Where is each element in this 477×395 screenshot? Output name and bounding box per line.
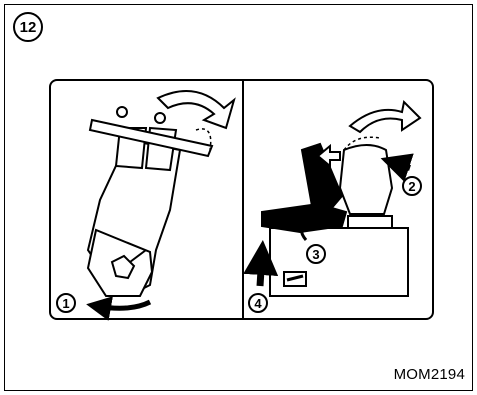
upright-seat-back	[340, 145, 392, 214]
strap-knob-right	[155, 113, 165, 123]
figure-code: MOM2194	[394, 366, 465, 383]
callout-3-label: 3	[312, 247, 319, 262]
straight-arrow-icon	[260, 254, 262, 286]
callout-4-label: 4	[254, 296, 262, 311]
callout-1-label: 1	[62, 296, 69, 311]
left-panel-illustration: 1	[57, 91, 234, 312]
seat-cushion-dark	[262, 204, 346, 232]
curved-arrow-icon	[158, 91, 234, 128]
seat-hinge-block	[348, 216, 392, 228]
right-panel-illustration: 2 3 4	[249, 102, 421, 312]
straight-arrow-icon	[392, 162, 410, 168]
curved-arrow-icon	[350, 102, 420, 132]
strap-knob-left	[117, 107, 127, 117]
callout-2-label: 2	[408, 179, 415, 194]
curved-arrow-icon	[96, 302, 150, 308]
